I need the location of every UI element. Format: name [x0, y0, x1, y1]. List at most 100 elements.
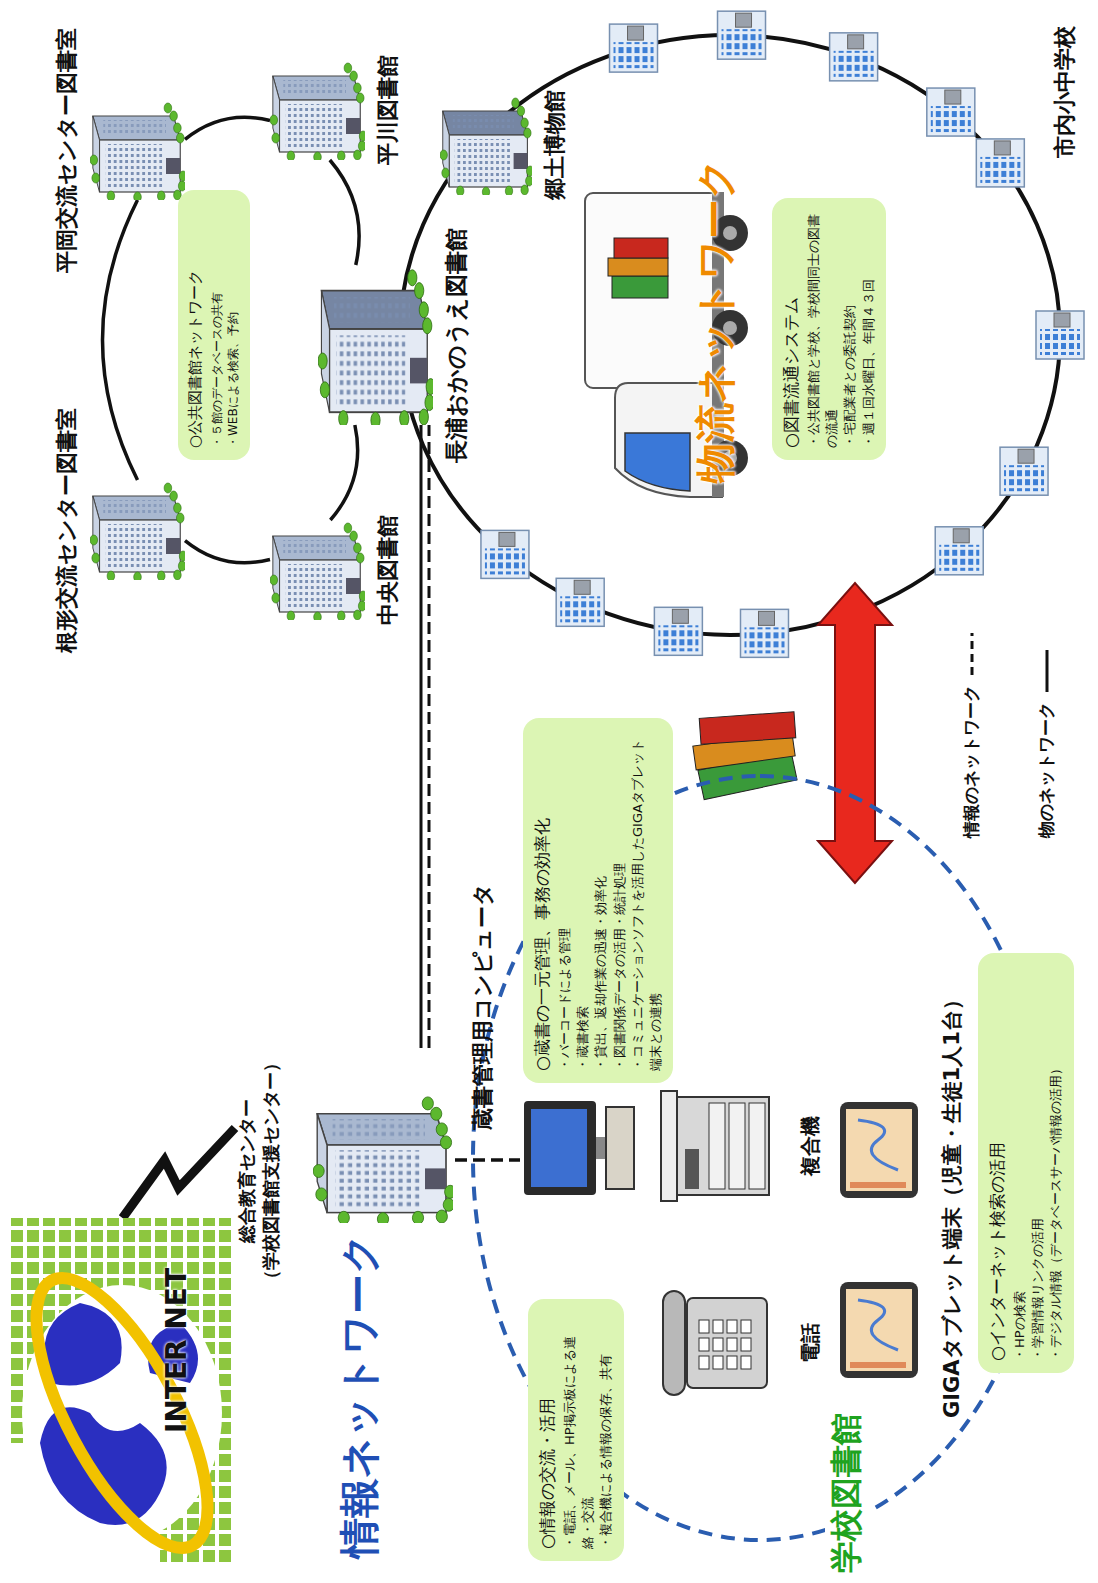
icon: [687, 1298, 767, 1388]
globe-node: INTER NET: [10, 1218, 235, 1563]
library-building: [283, 540, 346, 556]
bullet-text: ・宅配業者との委託契約: [841, 210, 859, 448]
library-building: [408, 270, 417, 286]
library-building: [105, 144, 162, 188]
center-subname: （学校図書館支援センター）: [259, 1048, 283, 1293]
icon: [713, 1320, 723, 1333]
connector: [185, 117, 270, 139]
library-building: [92, 553, 100, 563]
bullet-text: ・バーコードによる管理: [556, 730, 574, 1071]
school-buildings: [614, 42, 654, 68]
icon: [677, 1097, 769, 1195]
connector: [420, 425, 423, 1048]
connector: [330, 160, 359, 265]
library-building: [105, 524, 162, 568]
library-building: [93, 496, 180, 520]
school-buildings: [1000, 447, 1048, 495]
school-buildings: [740, 609, 788, 657]
school-buildings: [935, 527, 983, 575]
library-building: [273, 536, 280, 612]
library-building: 長浦おかのうえ図書館: [318, 265, 433, 425]
library-building: [526, 166, 532, 176]
box-heading: ○図書流通システム: [780, 210, 802, 448]
delivery-ring: [400, 35, 1060, 635]
school-buildings: [610, 24, 658, 72]
school-buildings: [927, 88, 975, 136]
school-buildings: [654, 607, 702, 655]
tablet-icon: [846, 1109, 912, 1191]
legend-item: [970, 633, 973, 675]
library-building: [285, 564, 342, 608]
connector: [123, 1128, 236, 1218]
library-building: [356, 553, 364, 563]
library-building: [358, 141, 365, 151]
bullet-text: ・蔵書検索: [574, 730, 592, 1071]
connector: [123, 1128, 236, 1218]
library-building: [174, 123, 182, 133]
group-label: 市内小中学校: [1050, 26, 1080, 158]
tablet-icon: [858, 1120, 898, 1170]
info-box: ○インターネット検索の活用・HPの検索・学習情報リンクの活用・デジタル情報（デー…: [978, 953, 1074, 1373]
connector: [421, 425, 429, 1048]
library-building: [270, 520, 365, 620]
library-building: [443, 111, 528, 135]
info-box: ○公共図書館ネットワーク・５館のデータベースの共有・WEBによる検索、予約: [178, 190, 250, 460]
library-building: [164, 103, 172, 113]
center-building: [377, 1213, 388, 1223]
building-label: 中央図書館: [373, 515, 403, 625]
library-building: [521, 118, 528, 128]
school-buildings: [560, 596, 600, 622]
center-name: 総合教育センター: [235, 1048, 259, 1293]
bullet-text: ・複合機による情報の保存、共有: [597, 1311, 615, 1549]
truck: [625, 433, 690, 491]
building-label: 郷土博物館: [540, 90, 570, 200]
school-buildings: [1036, 311, 1084, 359]
box-heading: ○公共図書館ネットワーク: [186, 202, 206, 448]
library-building: [526, 176, 532, 186]
library-building: [270, 115, 278, 125]
library-building: [273, 76, 280, 152]
icon: [727, 1320, 737, 1333]
library-building: 郷土博物館: [440, 95, 532, 195]
school-buildings: [499, 532, 515, 546]
icon: [727, 1356, 737, 1369]
library-building: [176, 133, 184, 143]
school-buildings: [976, 139, 1024, 187]
school-buildings: [1054, 313, 1070, 327]
library-building: [287, 611, 295, 620]
school-buildings: [976, 139, 1024, 187]
library-building: [170, 111, 178, 121]
school-buildings: [672, 609, 688, 623]
library-building: [354, 150, 362, 160]
bullet-text: ・公共図書館と学校、学校間同士の図書の流通: [805, 210, 841, 448]
library-building: [90, 480, 185, 580]
bullet-text: ・HPの検索: [1011, 965, 1029, 1361]
legend-item: [1045, 650, 1048, 692]
school-buildings: [935, 527, 983, 575]
library-building: [321, 291, 427, 329]
bullet-text: ・デジタル情報（データベースサーバ情報の活用）: [1047, 965, 1065, 1361]
library-building: [350, 71, 358, 81]
library-building: [164, 483, 172, 493]
library-building: [176, 513, 184, 523]
library-building: [358, 601, 365, 611]
school-buildings: [556, 578, 604, 626]
building-label: 平川図書館: [373, 55, 403, 165]
school-buildings: [628, 26, 644, 40]
pc-node: [524, 1101, 596, 1195]
library-building: [419, 302, 428, 318]
library-building: [273, 536, 360, 560]
icon: [699, 1338, 709, 1351]
icon: [709, 1103, 725, 1189]
globe-node: [10, 1218, 235, 1563]
library-building: [170, 491, 178, 501]
icon: [713, 1356, 723, 1369]
library-building: [179, 171, 185, 181]
school-buildings: [834, 51, 874, 77]
library-building: 平岡交流センター図書室: [90, 100, 185, 200]
icon: [699, 1356, 709, 1369]
building-label: 平岡交流センター図書室: [52, 28, 82, 273]
tablet-icon: [840, 1102, 918, 1198]
internet-label: INTER NET: [160, 1268, 193, 1433]
